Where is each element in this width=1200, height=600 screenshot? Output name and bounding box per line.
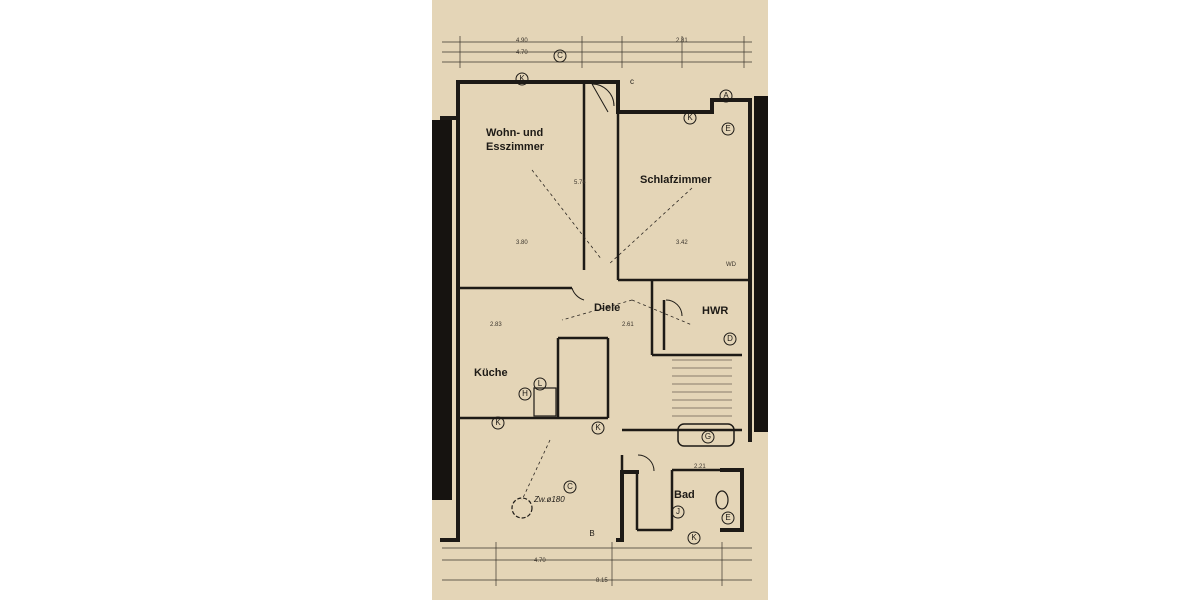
annotation-zw: Zw.ø180 [534, 495, 565, 504]
room-label-wohn-line2: Esszimmer [486, 141, 545, 153]
bottom-dimension-lines [442, 542, 752, 586]
exterior-walls [440, 80, 752, 542]
marker-k-bottom: K [691, 533, 697, 542]
bathtub [677, 423, 735, 447]
toilet [715, 490, 729, 510]
marker-d-hwr: D [727, 334, 733, 343]
dim-top-1: 4.90 [516, 38, 528, 44]
marker-e-bad: E [725, 513, 731, 522]
door-swings [571, 83, 683, 472]
marker-a-right: A [723, 91, 729, 100]
dim-top-2: 4.70 [516, 50, 528, 56]
kitchen-stove [533, 387, 557, 417]
dim-wohn-height: 5.74 [574, 180, 586, 186]
stair-hatching [672, 359, 732, 417]
marker-k-mid: K [595, 423, 601, 432]
dim-schlaf-width: 3.42 [676, 240, 688, 246]
marker-g-bad: G [704, 432, 712, 441]
chimney-circle [511, 497, 533, 519]
room-label-hwr: HWR [702, 305, 729, 317]
marker-circles [491, 49, 737, 545]
marker-b-bottom: B [589, 529, 595, 538]
dim-diele: 2.61 [622, 322, 634, 328]
marker-k-right: K [687, 113, 693, 122]
room-label-kueche: Küche [474, 367, 508, 379]
floor-plan-drawing [432, 36, 768, 586]
marker-c-bottom: C [567, 482, 573, 491]
marker-j-bad: J [676, 507, 680, 516]
dim-wohn-width: 3.80 [516, 240, 528, 246]
marker-h-kueche: H [522, 389, 528, 398]
marker-k-top: K [519, 74, 525, 83]
dim-bad: 2.21 [694, 464, 706, 470]
marker-l-kueche: L [537, 379, 543, 388]
room-label-bad: Bad [674, 489, 695, 501]
right-dark-band [754, 96, 768, 432]
electrical-dashed-lines [521, 169, 693, 501]
marker-k-kueche: K [495, 418, 501, 427]
left-dark-band [432, 120, 452, 500]
marker-c-top: C [557, 51, 563, 60]
interior-walls [460, 84, 748, 540]
dim-bottom-2: 4.70 [534, 558, 546, 564]
annotation-hwr-note: WD [726, 262, 736, 268]
dim-bottom-1: 8.15 [596, 578, 608, 584]
floor-plan-sheet: Wohn- und Esszimmer Schlafzimmer Diele H… [432, 0, 768, 600]
room-label-schlafzimmer: Schlafzimmer [640, 174, 712, 186]
marker-e-right: E [725, 124, 731, 133]
dim-kueche: 2.83 [490, 322, 502, 328]
marker-c-plain: c [630, 77, 634, 86]
top-dimension-lines [442, 36, 752, 68]
room-label-wohn-line1: Wohn- und [486, 127, 544, 139]
dim-top-3: 2.81 [676, 38, 688, 44]
room-label-diele: Diele [594, 302, 621, 314]
